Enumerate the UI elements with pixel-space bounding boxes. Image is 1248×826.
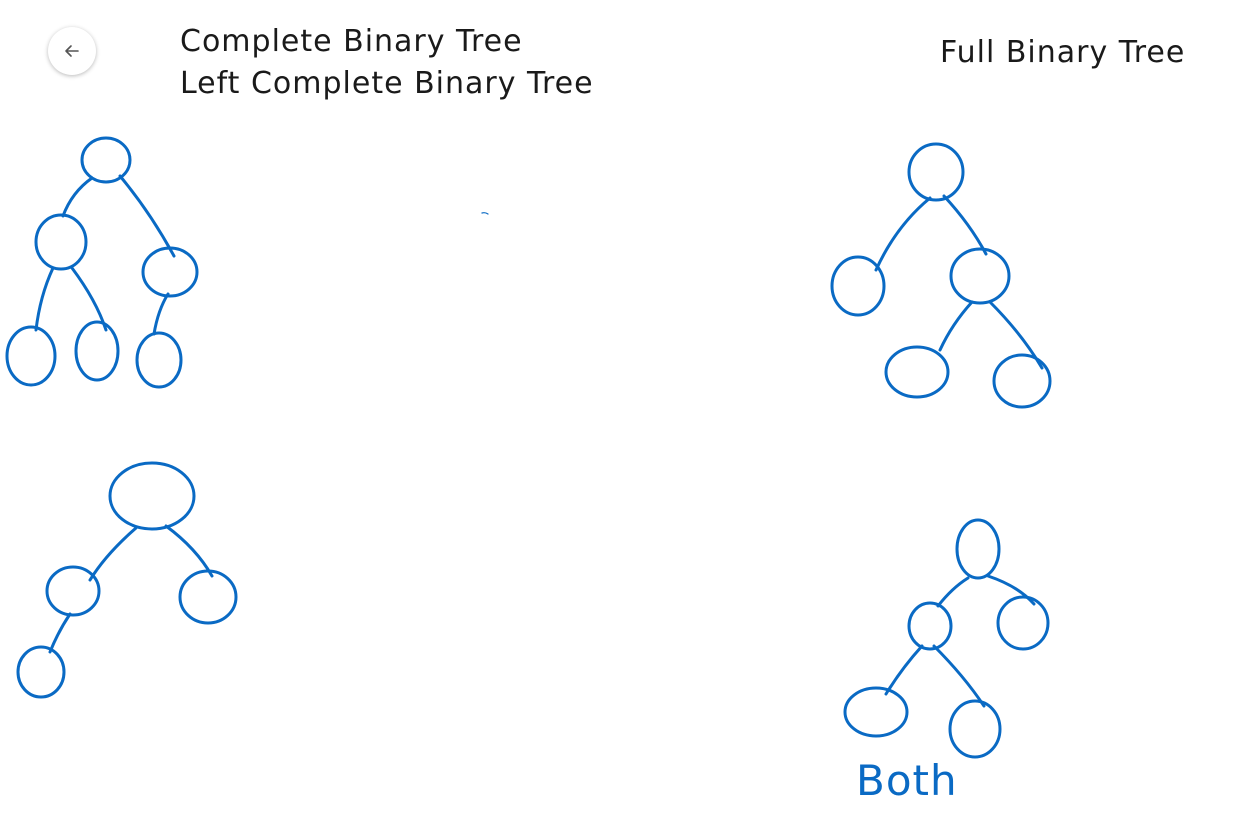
tree-edge	[48, 612, 72, 654]
tree-node	[830, 255, 886, 317]
tree-edge	[61, 176, 94, 218]
tree-node	[955, 518, 1001, 580]
tree-edge	[884, 644, 924, 696]
tree-node	[34, 213, 88, 271]
tree-edge	[988, 300, 1044, 370]
tree-node	[992, 353, 1052, 409]
stray-mark	[481, 212, 489, 215]
tree-node	[80, 136, 132, 184]
annotation-both: Both	[856, 756, 958, 805]
tree-node	[108, 461, 196, 531]
heading-full-binary-tree: Full Binary Tree	[940, 35, 1186, 70]
tree-complete	[5, 136, 199, 389]
tree-node	[45, 565, 101, 617]
tree-edge	[152, 292, 170, 336]
tree-edge	[164, 524, 214, 578]
tree-edge	[936, 576, 970, 608]
tree-both	[843, 518, 1050, 759]
tree-node	[843, 686, 909, 738]
tree-edge	[986, 574, 1036, 606]
tree-node	[141, 246, 199, 298]
tree-node	[178, 569, 238, 625]
tree-edge	[34, 266, 55, 332]
tree-edge	[942, 194, 988, 256]
tree-edge	[88, 526, 138, 582]
tree-edge	[932, 644, 986, 708]
tree-node	[996, 595, 1050, 651]
tree-node	[5, 325, 57, 387]
tree-node	[135, 331, 183, 389]
tree-full	[830, 142, 1052, 409]
tree-node	[74, 320, 120, 382]
tree-left-complete	[16, 461, 238, 699]
back-button[interactable]	[48, 27, 96, 75]
tree-edge	[874, 196, 932, 272]
heading-left-complete-binary-tree: Left Complete Binary Tree	[180, 66, 594, 101]
tree-edge	[938, 300, 974, 352]
tree-edge	[118, 174, 176, 258]
tree-node	[948, 699, 1002, 759]
tree-node	[907, 142, 965, 202]
arrow-left-icon	[65, 45, 79, 57]
tree-node	[884, 345, 950, 399]
tree-edge	[70, 266, 108, 332]
tree-node	[16, 645, 66, 699]
tree-node	[949, 247, 1011, 305]
heading-complete-binary-tree: Complete Binary Tree	[180, 24, 523, 59]
tree-node	[907, 601, 953, 651]
